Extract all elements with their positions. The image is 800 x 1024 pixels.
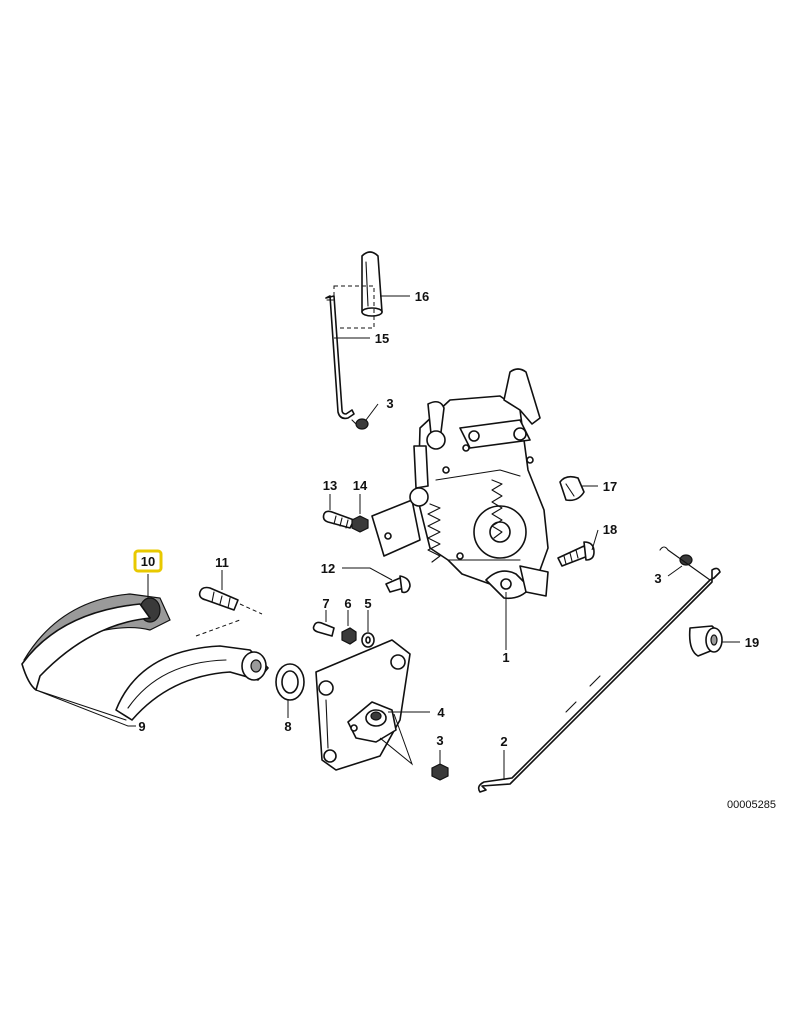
part-7-screw[interactable]: [312, 621, 335, 637]
callout-19[interactable]: 19: [745, 635, 759, 650]
diagram-reference-number: 00005285: [727, 799, 776, 811]
highlight-box-part-10: [133, 549, 163, 573]
part-1-door-lock-mechanism[interactable]: [371, 368, 549, 600]
callout-7[interactable]: 7: [322, 596, 329, 611]
part-19-plug[interactable]: [688, 625, 723, 657]
callout-3c[interactable]: 3: [436, 733, 443, 748]
callout-1[interactable]: 1: [502, 650, 509, 665]
leader-3a: [365, 403, 379, 421]
callout-3a[interactable]: 3: [386, 396, 393, 411]
part-17-buffer[interactable]: [559, 475, 585, 502]
part-3-nut-bottom[interactable]: [431, 763, 449, 781]
part-8-washer[interactable]: [275, 663, 305, 701]
inner-door-handle[interactable]: [115, 619, 269, 721]
callout-18[interactable]: 18: [603, 522, 617, 537]
part-5-washer[interactable]: [361, 632, 375, 648]
part-18-screw[interactable]: [557, 541, 595, 567]
part-3-clip-top[interactable]: [351, 418, 369, 430]
leader-4-triangle: [379, 713, 414, 766]
callout-2[interactable]: 2: [500, 734, 507, 749]
callout-13[interactable]: 13: [323, 478, 337, 493]
part-15-lock-rod[interactable]: [325, 285, 375, 420]
callout-4[interactable]: 4: [437, 705, 445, 720]
callout-16[interactable]: 16: [415, 289, 429, 304]
callout-12[interactable]: 12: [321, 561, 335, 576]
handle-mounting-plate[interactable]: [315, 639, 411, 771]
callout-6[interactable]: 6: [344, 596, 351, 611]
callout-15[interactable]: 15: [375, 331, 389, 346]
callout-14[interactable]: 14: [353, 478, 368, 493]
callout-3b[interactable]: 3: [654, 571, 661, 586]
callout-8[interactable]: 8: [284, 719, 291, 734]
part-14-nut[interactable]: [351, 515, 369, 533]
part-11-screw[interactable]: [198, 586, 263, 615]
leader-9: [35, 689, 136, 727]
part-12-screw[interactable]: [385, 575, 411, 594]
part-4-pivot-bracket[interactable]: [347, 701, 397, 743]
part-3-clip-right[interactable]: [679, 554, 693, 566]
callout-11[interactable]: 11: [215, 555, 229, 570]
callout-5[interactable]: 5: [364, 596, 371, 611]
callout-17[interactable]: 17: [603, 479, 617, 494]
part-2-operating-rod[interactable]: [477, 546, 721, 793]
part-16-lock-knob[interactable]: [361, 251, 383, 317]
callout-9[interactable]: 9: [138, 719, 145, 734]
part-9-handle-cover[interactable]: [21, 603, 151, 721]
part-6-nut[interactable]: [341, 627, 357, 645]
part-13-screw[interactable]: [322, 510, 355, 529]
callout-10[interactable]: 10: [141, 554, 155, 569]
leader-12: [342, 567, 393, 581]
leader-18: [591, 529, 599, 551]
leader-3b: [667, 565, 683, 577]
